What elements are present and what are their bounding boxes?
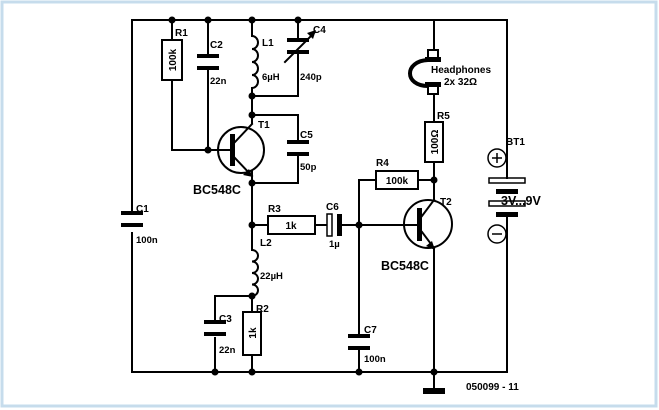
inductor-l2: L2 22µH [250,238,283,298]
r4-value: 100k [386,176,409,187]
headphones-icon: Headphones 2x 32Ω [408,49,491,95]
c5-ref: C5 [300,130,313,141]
capacitor-c7: C7 100n [348,325,386,365]
capacitor-c3: C3 22n [204,314,236,356]
r3-ref: R3 [268,204,281,215]
r3-value: 1k [285,221,297,232]
capacitor-c6: C6 1µ [326,202,342,250]
c4-ref: C4 [313,25,326,36]
ground-symbol [423,388,445,394]
c7-value: 100n [364,354,386,365]
headphones-label: Headphones [431,65,491,76]
t1-type: BC548C [193,183,241,197]
capacitor-c5: C5 50p [287,130,317,173]
r2-value: 1k [248,327,259,339]
c2-value: 22n [210,76,227,87]
c2-ref: C2 [210,40,223,51]
headphones-spec: 2x 32Ω [444,77,477,88]
c6-ref: C6 [326,202,339,213]
r1-value: 100k [168,48,179,71]
bt1-value: 3V...9V [501,194,542,208]
c1-value: 100n [136,235,158,246]
c7-ref: C7 [364,325,377,336]
transistor-t1: T1 BC548C [193,120,270,197]
battery-bt1: BT1 3V...9V [487,137,542,244]
r2-ref: R2 [256,304,269,315]
l2-value: 22µH [260,271,283,282]
c6-value: 1µ [329,239,340,250]
figure-number: 050099 - 11 [466,382,519,393]
resistor-r3: 1k R3 [267,204,316,235]
r5-value: 100Ω [430,130,441,155]
l1-ref: L1 [262,38,274,49]
transistor-t2: T2 BC548C [381,197,453,273]
l2-ref: L2 [260,238,272,249]
c4-value: 240p [300,72,322,83]
r5-ref: R5 [437,111,450,122]
resistor-r2: 1k R2 [242,304,269,356]
inductor-l1: L1 6µH [250,34,280,90]
t2-ref: T2 [440,197,452,208]
r4-ref: R4 [376,158,389,169]
c1-ref: C1 [136,204,149,215]
capacitor-c2: C2 22n [197,40,227,87]
resistor-r1: 100k R1 [161,28,188,81]
c3-ref: C3 [219,314,232,325]
t1-ref: T1 [258,120,270,131]
bt1-ref: BT1 [506,137,525,148]
variable-capacitor-c4: C4 240p [283,25,326,83]
r1-ref: R1 [175,28,188,39]
capacitor-c1: C1 100n [121,204,158,246]
resistor-r5: 100Ω R5 [424,111,450,163]
l1-value: 6µH [262,72,280,83]
c5-value: 50p [300,162,317,173]
t2-type: BC548C [381,259,429,273]
resistor-r4: 100k R4 [375,158,419,190]
c3-value: 22n [219,345,236,356]
